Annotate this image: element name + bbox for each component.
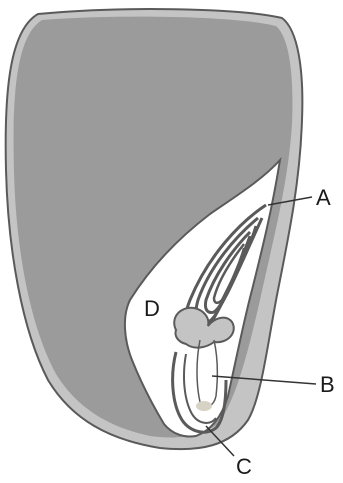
radicle-tip (196, 401, 212, 411)
label-d: D (144, 296, 160, 321)
label-b: B (320, 372, 335, 397)
label-c: C (236, 454, 252, 479)
label-a: A (316, 185, 331, 210)
